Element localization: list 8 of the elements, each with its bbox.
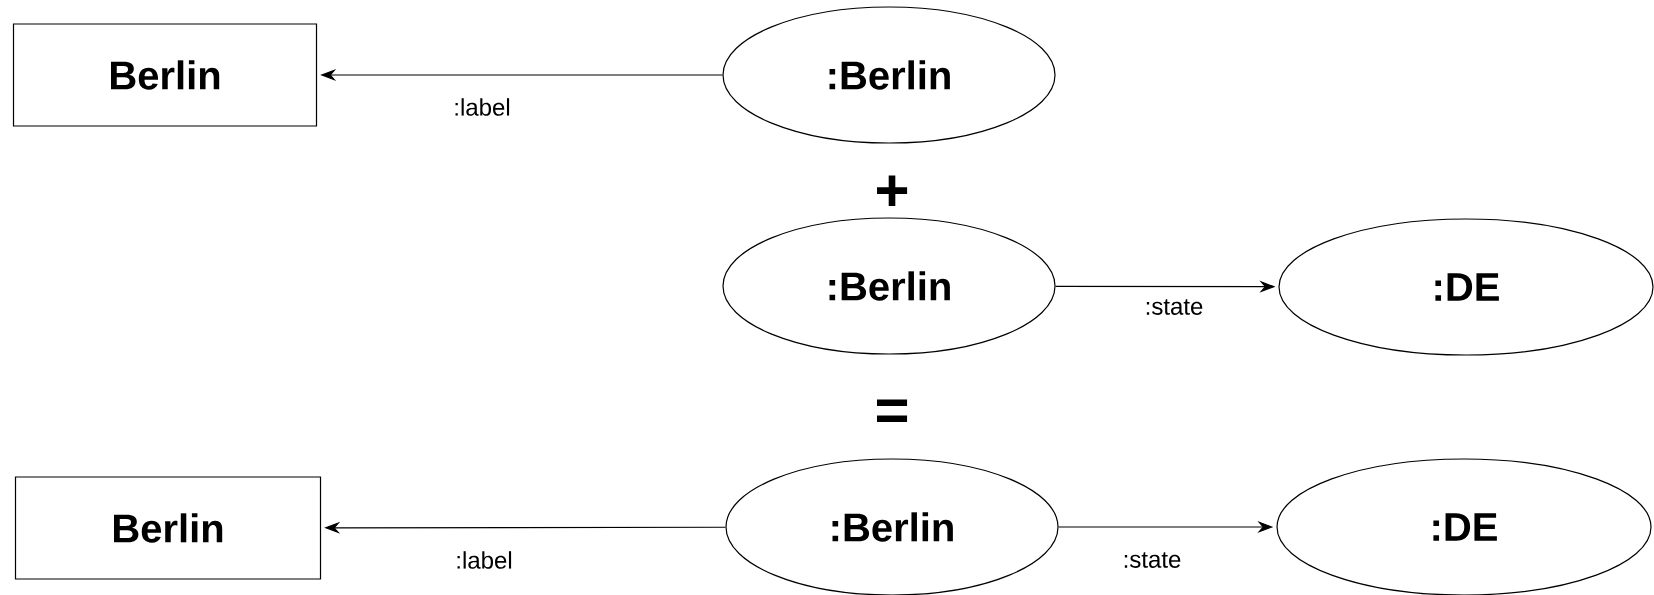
label-box: Berlin	[14, 476, 322, 580]
edge-label: :state	[1143, 298, 1205, 316]
operator-sign: =	[877, 399, 908, 423]
label-box: Berlin	[12, 23, 318, 127]
edge-label: :label	[452, 97, 512, 117]
operator-sign: +	[877, 175, 908, 206]
edge-label: :label	[454, 550, 514, 570]
edge-label: :state	[1121, 551, 1183, 569]
